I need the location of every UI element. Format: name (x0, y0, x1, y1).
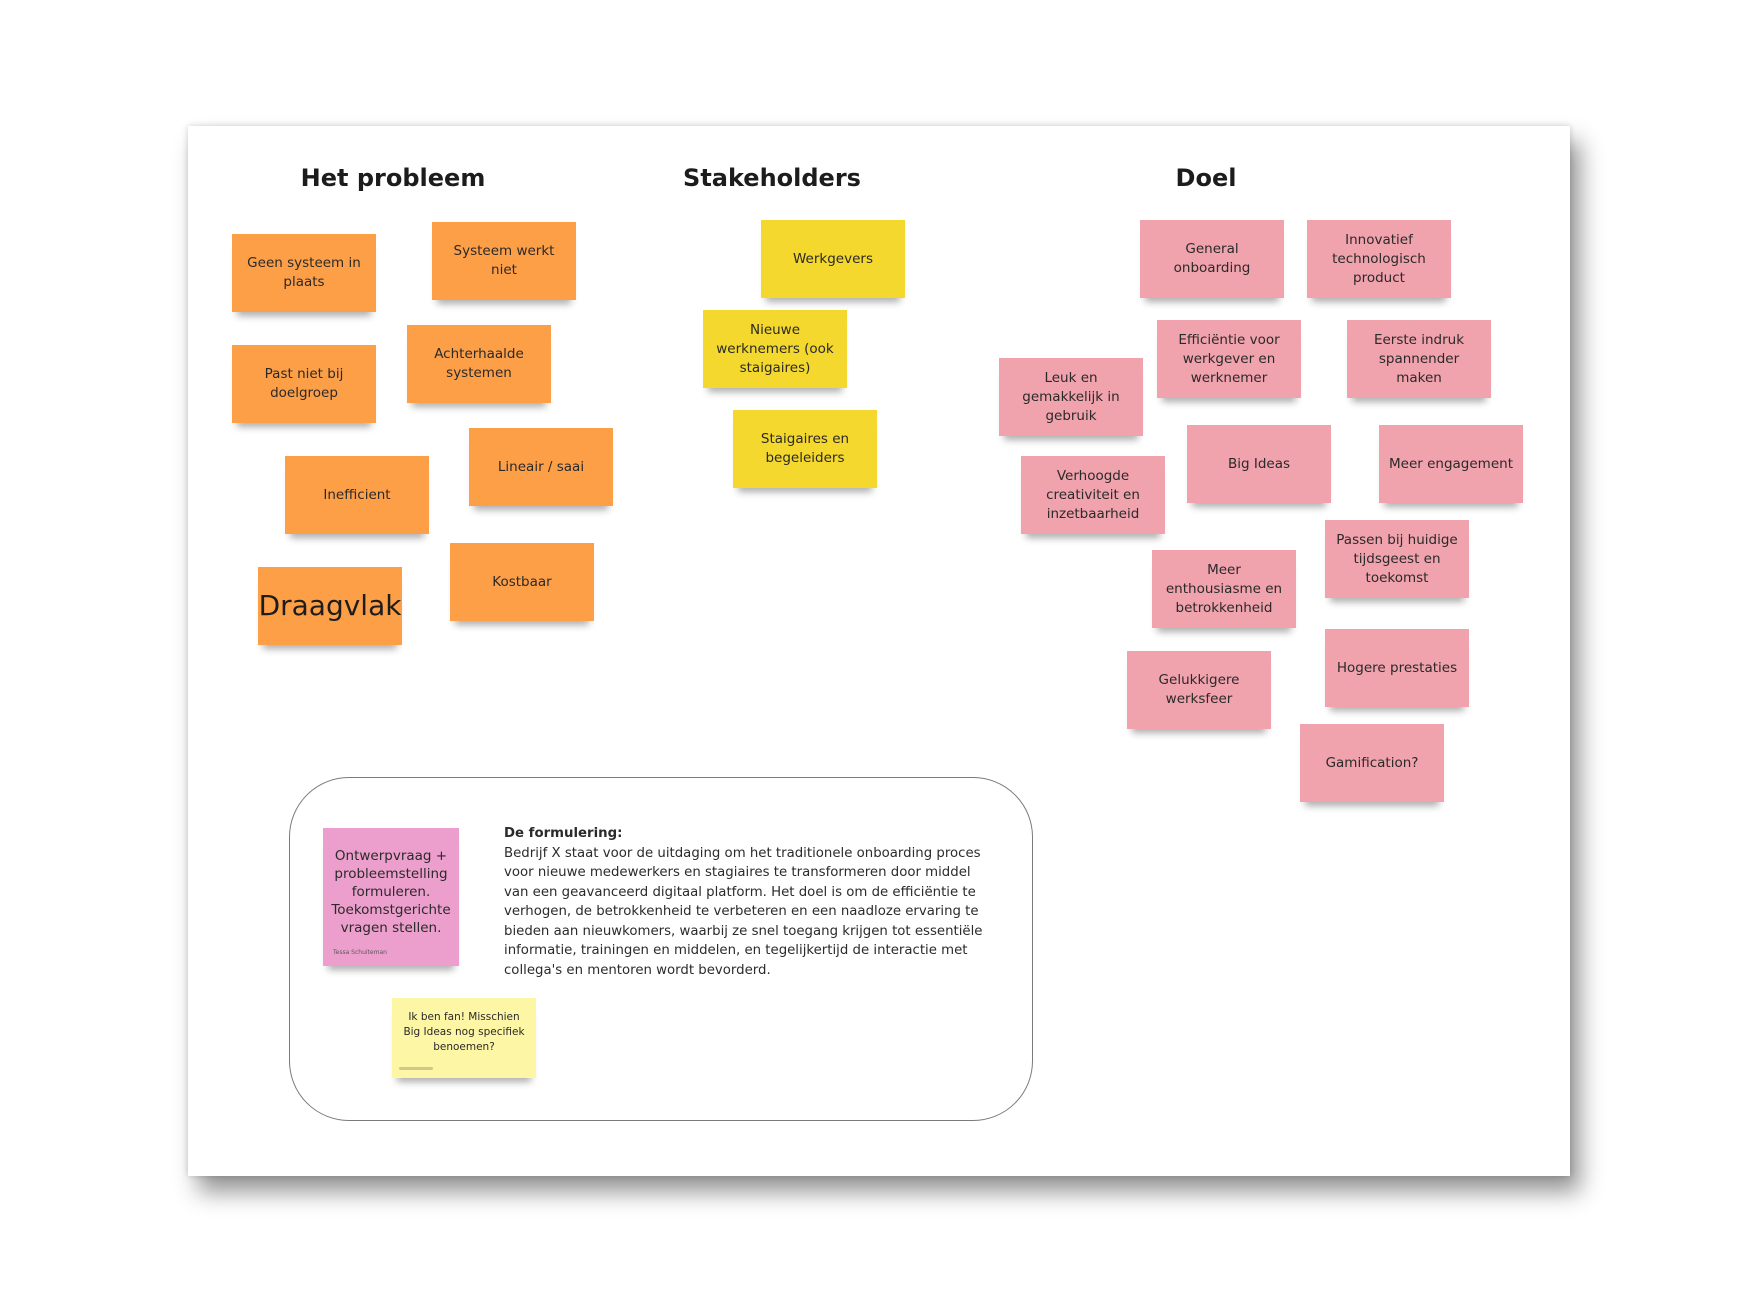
formulation-label: De formulering: (504, 826, 623, 841)
comment-author-line (399, 1067, 433, 1070)
sticky-note-goal[interactable]: General onboarding (1140, 220, 1284, 298)
sticky-note-design-question[interactable]: Ontwerpvraag + probleemstelling formuler… (323, 828, 459, 966)
sticky-note-problem[interactable]: Achterhaalde systemen (407, 325, 551, 403)
sticky-note-goal[interactable]: Verhoogde creativiteit en inzetbaarheid (1021, 456, 1165, 534)
heading-goal: Doel (1175, 164, 1237, 192)
sticky-note-stakeholder[interactable]: Werkgevers (761, 220, 905, 298)
sticky-note-stakeholder[interactable]: Nieuwe werknemers (ook staigaires) (703, 310, 847, 388)
sticky-note-goal[interactable]: Meer engagement (1379, 425, 1523, 503)
formulation-frame[interactable] (289, 777, 1033, 1121)
comment-text: Ik ben fan! Misschien Big Ideas nog spec… (403, 1011, 525, 1053)
whiteboard-canvas[interactable]: Het probleem Stakeholders Doel Geen syst… (188, 126, 1570, 1176)
sticky-note-goal[interactable]: Leuk en gemakkelijk in gebruik (999, 358, 1143, 436)
sticky-note-problem[interactable]: Inefficient (285, 456, 429, 534)
sticky-note-stakeholder[interactable]: Staigaires en begeleiders (733, 410, 877, 488)
sticky-note-problem[interactable]: Systeem werkt niet (432, 222, 576, 300)
heading-stakeholders: Stakeholders (683, 164, 861, 192)
sticky-note-goal[interactable]: Big Ideas (1187, 425, 1331, 503)
sticky-note-problem[interactable]: Lineair / saai (469, 428, 613, 506)
sticky-note-problem[interactable]: Draagvlak (258, 567, 402, 645)
sticky-note-comment[interactable]: Ik ben fan! Misschien Big Ideas nog spec… (392, 998, 536, 1078)
sticky-note-goal[interactable]: Hogere prestaties (1325, 629, 1469, 707)
sticky-note-goal[interactable]: Eerste indruk spannender maken (1347, 320, 1491, 398)
sticky-note-problem[interactable]: Past niet bij doelgroep (232, 345, 376, 423)
sticky-note-problem[interactable]: Kostbaar (450, 543, 594, 621)
note-author: Tessa Schuiteman (333, 949, 387, 956)
sticky-note-goal[interactable]: Passen bij huidige tijdsgeest en toekoms… (1325, 520, 1469, 598)
formulation-body: Bedrijf X staat voor de uitdaging om het… (504, 845, 983, 978)
design-question-text: Ontwerpvraag + probleemstelling formuler… (331, 848, 451, 936)
formulation-text-block[interactable]: De formulering: Bedrijf X staat voor de … (504, 824, 994, 980)
sticky-note-problem[interactable]: Geen systeem in plaats (232, 234, 376, 312)
sticky-note-goal[interactable]: Gamification? (1300, 724, 1444, 802)
heading-problem: Het probleem (300, 164, 486, 192)
sticky-note-goal[interactable]: Meer enthousiasme en betrokkenheid (1152, 550, 1296, 628)
sticky-note-goal[interactable]: Efficiëntie voor werkgever en werknemer (1157, 320, 1301, 398)
sticky-note-goal[interactable]: Gelukkigere werksfeer (1127, 651, 1271, 729)
sticky-note-goal[interactable]: Innovatief technologisch product (1307, 220, 1451, 298)
